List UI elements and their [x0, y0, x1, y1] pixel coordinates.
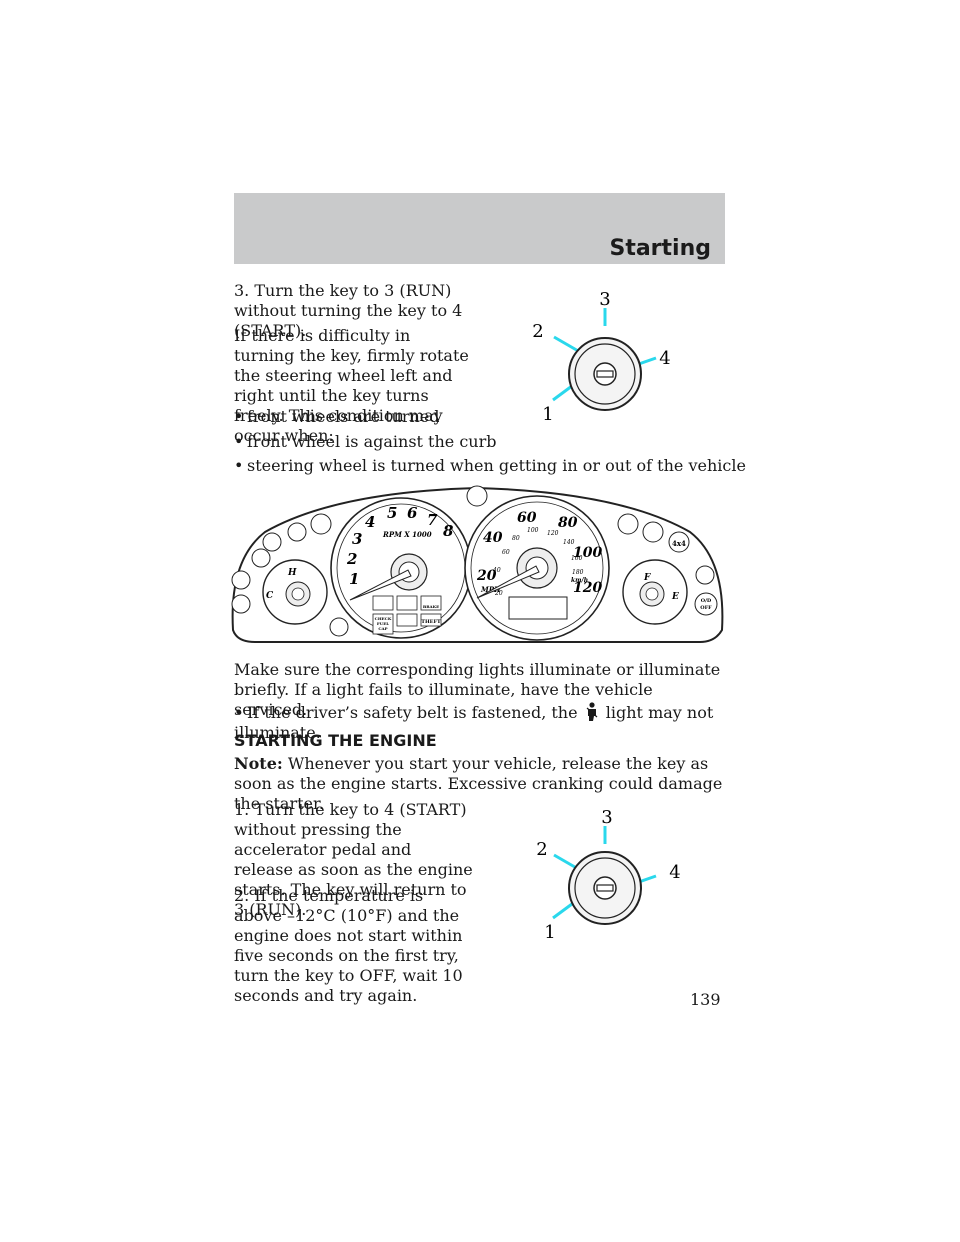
svg-text:7: 7 — [427, 511, 438, 529]
svg-text:H: H — [287, 568, 297, 578]
ignition-switch-diagram-run: 3 2 4 1 — [532, 289, 670, 425]
svg-text:120: 120 — [547, 530, 559, 537]
svg-text:3: 3 — [352, 530, 362, 548]
svg-text:CAP: CAP — [378, 626, 387, 631]
list-item: •front wheel is against the curb — [234, 432, 497, 451]
svg-text:CHECK: CHECK — [375, 616, 392, 621]
svg-text:120: 120 — [573, 580, 602, 596]
svg-text:20: 20 — [494, 590, 503, 597]
position-2-label: 2 — [536, 839, 547, 860]
seatbelt-icon — [251, 548, 271, 568]
svg-text:40: 40 — [492, 567, 501, 574]
tach-label: RPM X 1000 — [382, 530, 432, 539]
starting-heading: STARTING THE ENGINE — [234, 731, 437, 750]
high-beam-icon — [466, 485, 488, 507]
svg-text:6: 6 — [407, 504, 418, 522]
note-paragraph: Note: Whenever you start your vehicle, r… — [234, 754, 724, 814]
door-ajar-icon — [372, 595, 394, 611]
seatbelt-icon — [586, 702, 598, 721]
charging-icon — [231, 570, 251, 590]
section-title: Starting — [609, 236, 711, 261]
lights-text: Make sure the corresponding lights illum… — [234, 660, 721, 719]
list-item: •front wheels are turned — [234, 407, 440, 426]
low-fuel-icon — [695, 565, 715, 585]
svg-text:100: 100 — [573, 545, 602, 561]
svg-text:60: 60 — [502, 549, 510, 556]
engine-icon — [287, 522, 307, 542]
position-3-label: 3 — [599, 289, 610, 310]
oil-pressure-icon — [396, 595, 418, 611]
position-3-label: 3 — [601, 807, 612, 828]
svg-text:8: 8 — [443, 522, 454, 540]
svg-text:100: 100 — [527, 527, 539, 534]
note-label: Note: — [234, 754, 283, 773]
difficulty-text: If there is difficulty in turning the ke… — [234, 326, 469, 445]
svg-text:C: C — [266, 591, 274, 601]
list-item: •If the driver’s safety belt is fastened… — [234, 702, 714, 742]
step-3-text: 3. Turn the key to 3 (RUN) without turni… — [234, 281, 463, 340]
svg-text:4: 4 — [365, 513, 375, 531]
svg-text:20: 20 — [476, 568, 497, 584]
speed-control-icon — [231, 594, 251, 614]
svg-text:BRAKE: BRAKE — [423, 604, 439, 609]
battery-icon — [396, 613, 418, 627]
svg-text:160: 160 — [571, 555, 583, 562]
position-4-label: 4 — [659, 348, 670, 369]
svg-text:THEFT: THEFT — [421, 619, 441, 625]
svg-text:2: 2 — [346, 550, 357, 568]
note-text: Whenever you start your vehicle, release… — [234, 754, 723, 813]
svg-text:O/D: O/D — [701, 598, 712, 604]
svg-text:140: 140 — [563, 539, 575, 546]
section-header: Starting — [234, 193, 725, 264]
turn-signal-right-icon — [617, 513, 639, 535]
svg-text:1: 1 — [349, 570, 359, 588]
svg-text:5: 5 — [387, 504, 397, 522]
mph-label: MPH — [480, 585, 501, 594]
od-off-icon — [694, 592, 718, 616]
position-2-label: 2 — [532, 321, 543, 342]
check-fuel-cap-icon — [372, 613, 394, 635]
svg-text:60: 60 — [517, 510, 537, 526]
turn-signal-left-icon — [310, 513, 332, 535]
svg-text:40: 40 — [483, 530, 503, 546]
brake-icon — [420, 595, 442, 611]
svg-text:80: 80 — [558, 515, 578, 531]
svg-text:180: 180 — [572, 569, 584, 576]
svg-text:E: E — [671, 592, 679, 602]
page-number: 139 — [690, 990, 721, 1009]
step-1-text: 1. Turn the key to 4 (START) without pre… — [234, 800, 473, 919]
step-2-text: 2. If the temperature is above –12°C (10… — [234, 886, 463, 1005]
four-by-four-icon: 4x4 — [672, 539, 686, 548]
kmh-label: km/h — [571, 577, 588, 584]
odometer-display — [508, 596, 568, 620]
position-1-label: 1 — [542, 404, 553, 425]
list-item: •steering wheel is turned when getting i… — [234, 456, 746, 475]
airbag-icon — [262, 532, 282, 552]
svg-text:80: 80 — [512, 535, 520, 542]
svg-text:F: F — [643, 573, 651, 583]
instrument-cluster-diagram: 1 2 3 4 5 6 7 8 RPM X 1000 20 40 60 80 1… — [231, 485, 724, 643]
svg-text:OFF: OFF — [700, 605, 712, 611]
position-4-label: 4 — [669, 862, 680, 883]
theft-icon — [420, 613, 442, 627]
svg-text:FUEL: FUEL — [377, 621, 389, 626]
position-1-label: 1 — [544, 922, 555, 943]
ignition-switch-diagram-start: 3 2 4 1 — [536, 807, 680, 943]
abs-icon — [329, 617, 349, 637]
